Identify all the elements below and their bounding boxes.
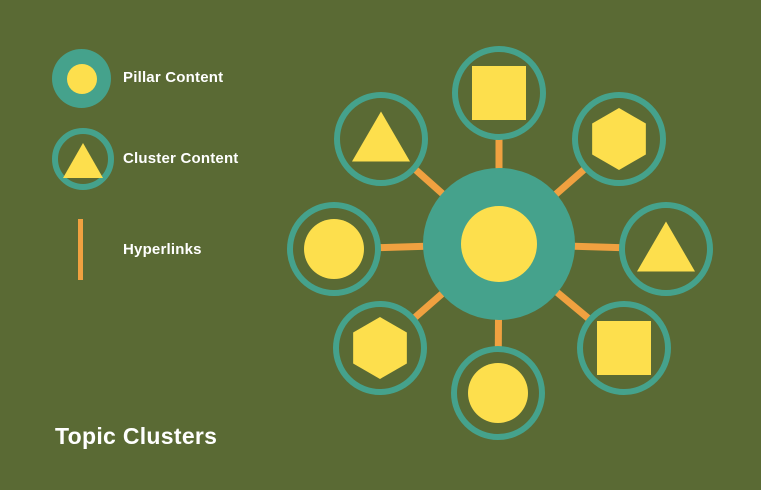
cluster-shape-triangle [637, 221, 695, 272]
cluster-content-icon [52, 128, 114, 190]
pillar-content-icon [52, 49, 111, 108]
legend-label-pillar-content: Pillar Content [123, 69, 224, 86]
cluster-triangle-icon [63, 143, 103, 178]
cluster-shape-square [597, 321, 651, 375]
page-title: Topic Clusters [55, 423, 218, 449]
pillar-hub-inner-circle [461, 206, 537, 282]
legend-label-cluster-content: Cluster Content [123, 150, 239, 167]
cluster-shape-hexagon [353, 317, 407, 379]
pillar-inner-circle-icon [66, 63, 97, 94]
cluster-shape-triangle [352, 111, 410, 162]
legend-label-hyperlinks: Hyperlinks [123, 241, 202, 258]
cluster-shape-hexagon [592, 108, 646, 170]
cluster-shape-square [472, 66, 526, 120]
cluster-shape-circle [468, 363, 528, 423]
hyperlink-line-icon [78, 219, 83, 280]
cluster-shape-circle [304, 219, 364, 279]
